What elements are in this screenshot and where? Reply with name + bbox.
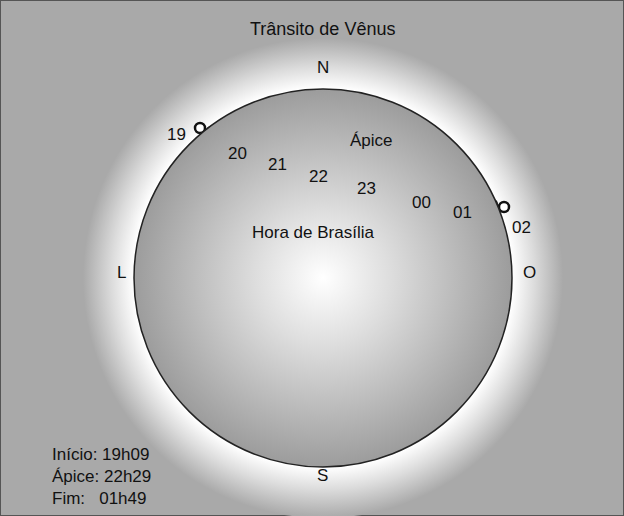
hour-label: 21: [268, 156, 287, 175]
time-zone-note: Hora de Brasília: [252, 224, 374, 243]
venus-dot: [276, 144, 286, 154]
contact-point: [195, 123, 205, 133]
hour-label: 22: [309, 168, 328, 187]
compass-north: N: [317, 59, 329, 78]
sun-outline: [133, 88, 513, 468]
compass-west: O: [523, 264, 536, 283]
timing-note: Fim: 01h49: [52, 490, 147, 509]
diagram-title: Trânsito de Vênus: [250, 20, 395, 40]
sun-disk: Hora de Brasília: [133, 88, 513, 468]
compass-south: S: [317, 467, 328, 486]
contact-point: [499, 202, 509, 212]
hour-label: 20: [228, 145, 247, 164]
hour-label: 01: [453, 204, 472, 223]
solar-glow: [83, 38, 563, 516]
venus-dot: [418, 181, 428, 191]
compass-east: L: [117, 264, 126, 283]
hour-label: 23: [357, 180, 376, 199]
sun-circle: [134, 89, 512, 467]
timing-note: Início: 19h09: [52, 446, 149, 465]
apex-label: Ápice: [350, 132, 393, 151]
venus-path-line: [200, 128, 504, 207]
timing-note: Ápice: 22h29: [52, 468, 151, 487]
venus-dot: [206, 126, 216, 136]
hour-label: 02: [512, 219, 531, 238]
hour-label: 19: [167, 126, 186, 145]
venus-dot: [488, 199, 498, 209]
hour-label: 00: [412, 194, 431, 213]
venus-dot: [346, 162, 356, 172]
